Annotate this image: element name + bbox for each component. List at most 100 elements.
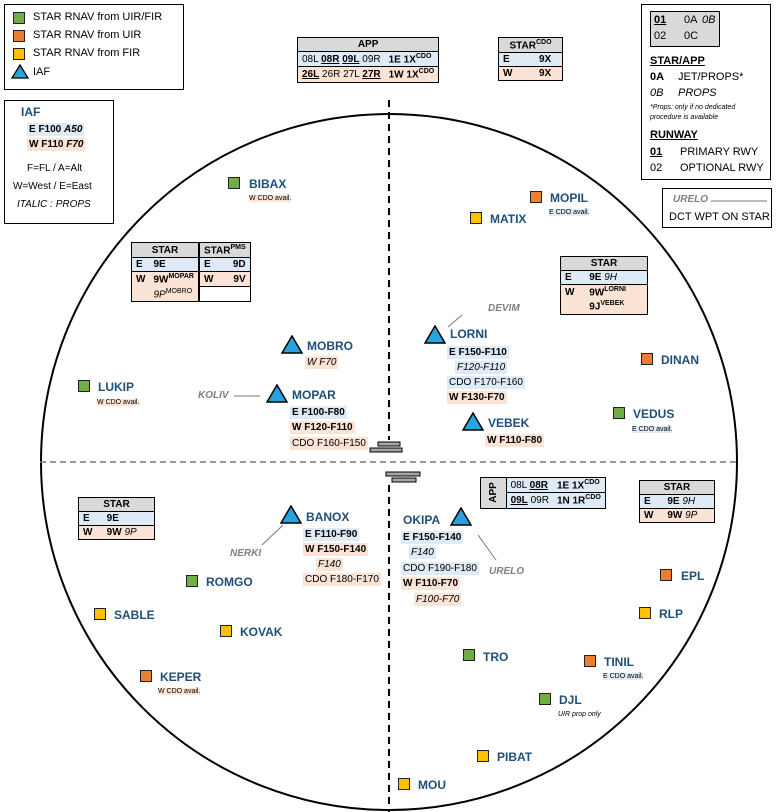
epl-square-icon — [660, 569, 672, 581]
star-ne-r2-code: 9WLORNI — [585, 285, 647, 300]
mopar-west: W F120-F110 — [290, 421, 355, 434]
waypoint-bibax: BIBAX — [249, 177, 287, 191]
star-west-r2-code-text: 9W — [153, 274, 169, 286]
pibat-square-icon — [477, 750, 489, 762]
app-row2-code-text: 1W 1X — [388, 69, 419, 81]
devim-leader — [447, 314, 463, 328]
star-west-r2-sup: MOPAR — [168, 273, 194, 281]
legend-label-3: STAR RNAV from FIR — [33, 47, 141, 59]
iaf-title: IAF — [21, 105, 41, 119]
waypoint-mou: MOU — [418, 778, 446, 792]
star-se-r2-dir: W — [644, 510, 654, 521]
waypoint-lorni: LORNI — [450, 327, 488, 341]
waypoint-dinan: DINAN — [661, 353, 699, 367]
mopar-east: E F100-F80 — [290, 406, 347, 419]
banox-triangle-icon — [280, 505, 302, 524]
star-cdo-e: E — [503, 54, 510, 66]
star-sw-r1-dir: E — [83, 513, 90, 524]
star-se-r2-code: 9W — [667, 510, 683, 521]
rwy-08l: 08L — [302, 53, 319, 65]
runway-bottom-2 — [391, 477, 417, 483]
waypoint-vebek: VEBEK — [488, 416, 530, 430]
app-se-side: APP — [480, 477, 507, 509]
key-props-note2: procedure is available — [650, 114, 719, 121]
iaf-line1: F=FL / A=Alt — [27, 163, 83, 174]
key-0a: 0A — [650, 71, 665, 83]
rwy-09r: 09R — [362, 53, 381, 65]
urelo-leader — [477, 534, 497, 561]
legend-label-4: IAF — [33, 66, 51, 78]
rwy-27l: 27L — [343, 68, 360, 80]
star-ne-r3-sup: VEBEK — [600, 300, 625, 308]
lorni-triangle-icon — [424, 325, 446, 344]
dinan-square-icon — [641, 353, 653, 365]
bibax-note: W CDO avail. — [249, 195, 292, 202]
app-se-09r: 09R — [530, 494, 549, 506]
star-sw-r1-code: 9E — [106, 513, 119, 524]
app-se-09l: 09L — [510, 494, 528, 506]
sable-square-icon — [94, 608, 106, 620]
star-ne-header: STAR — [560, 256, 648, 271]
star-ne-r1-code: 9E — [589, 272, 602, 283]
star-west-r2-dir2: W — [199, 271, 223, 288]
iaf-west-row: W F110 F70 — [27, 138, 86, 151]
star-se-header: STAR — [639, 480, 715, 495]
star-cdo-w-code: 9X — [538, 68, 552, 80]
star-ne-r1-dir: E — [565, 272, 572, 283]
mopar-triangle-icon — [266, 384, 288, 403]
waypoint-devim: DEVIM — [488, 303, 520, 314]
iaf-west: W F110 — [29, 139, 64, 150]
banox-west: W F150-F140 — [303, 543, 369, 556]
waypoint-okipa: OKIPA — [403, 513, 441, 527]
okipa-west-props: F100-F70 — [414, 593, 462, 606]
star-ne-r2-code-text: 9W — [589, 287, 605, 299]
star-west-r1-code: 9E — [149, 257, 200, 272]
star-west-r3-blank — [132, 287, 150, 302]
mopil-note: E CDO avail. — [549, 209, 590, 216]
keper-square-icon — [140, 670, 152, 682]
star-sw-r2-codes: 9W 9P — [103, 526, 155, 540]
star-west-r3-sup: MOBRO — [165, 287, 193, 295]
star-ne-r3-code: 9JVEBEK — [585, 299, 647, 314]
okipa-triangle-icon — [450, 507, 472, 526]
star-west-r1-dir2: E — [204, 259, 211, 271]
star-cdo-e-code: 9X — [538, 54, 552, 66]
nerki-leader — [261, 524, 284, 546]
app-row2-code: 1W 1XCDO — [385, 67, 439, 82]
key-props-note1: *Props: only if no dedicated — [650, 104, 736, 111]
star-sw-header: STAR — [78, 497, 155, 512]
waypoint-banox: BANOX — [306, 510, 350, 524]
app-row1-code: 1E 1XCDO — [385, 52, 439, 67]
star-west-r3-code-text: 9P — [153, 288, 166, 300]
star-sw-r2-props: 9P — [124, 527, 137, 538]
dct-line — [711, 200, 767, 202]
key-r2a: 02 — [654, 30, 667, 42]
app-se-r1-code-text: 1E 1X — [556, 480, 585, 492]
okipa-east: E F150-F140 — [401, 531, 464, 544]
dct-text: DCT WPT ON STAR — [669, 211, 770, 223]
tinil-note: E CDO avail. — [603, 673, 644, 680]
key-0a-text: JET/PROPS* — [678, 71, 744, 83]
key-runway: RUNWAY — [650, 129, 698, 141]
legend-orange-square — [13, 30, 25, 42]
star-se-r1-code: 9E — [667, 496, 680, 507]
star-west-h1: STAR — [131, 242, 200, 259]
lorni-east: E F150-F110 — [447, 346, 509, 359]
star-ne-r1-codes: 9E 9H — [585, 271, 647, 285]
waypoint-vedus: VEDUS — [633, 407, 675, 421]
key-box: 01 0A 0B 02 0C STAR/APP 0A JET/PROPS* 0B… — [641, 4, 771, 180]
dct-box: URELO DCT WPT ON STAR — [662, 188, 772, 228]
star-ne-r1-props: 9H — [604, 272, 617, 283]
star-sw-r2-code: 9W — [106, 527, 122, 538]
iaf-west-props: F70 — [66, 139, 84, 150]
star-se-r1-codes: 9E 9H — [663, 495, 714, 509]
kovak-square-icon — [220, 625, 232, 637]
vebek-triangle-icon — [462, 412, 484, 431]
key-0b-text: PROPS — [678, 87, 717, 99]
runway-bottom-1 — [385, 471, 421, 477]
key-rwy1: 01 — [650, 146, 663, 158]
star-west-r1-code2: 9D — [232, 259, 246, 271]
star-west-r3-empty — [199, 286, 251, 302]
bibax-square-icon — [228, 177, 240, 189]
